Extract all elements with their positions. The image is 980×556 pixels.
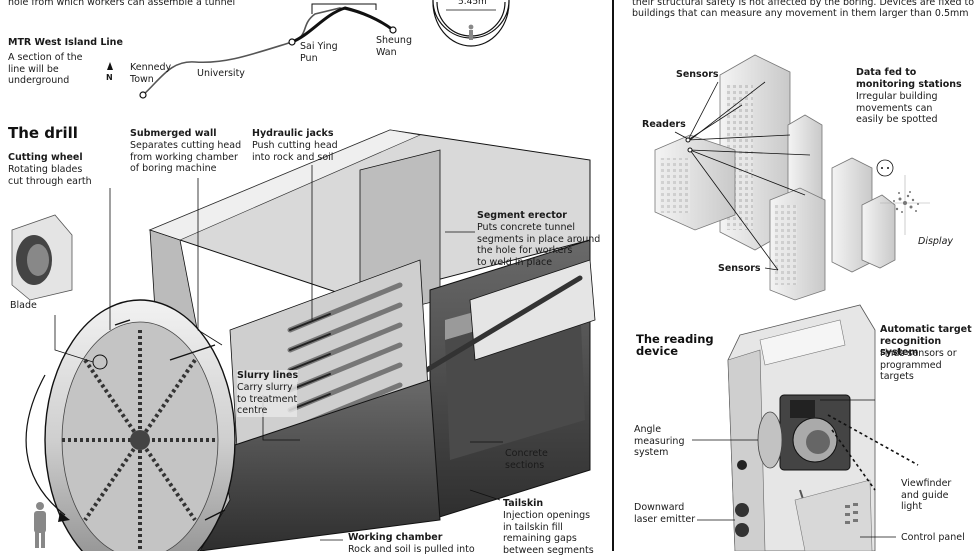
control-panel-label: Control panel [901, 532, 965, 543]
angle-measuring-label: Angle measuring system [634, 424, 685, 458]
drill-title: The drill [8, 124, 78, 142]
slurry-lines-title: Slurry lines [237, 370, 299, 382]
section-divider [612, 0, 614, 551]
hydraulic-jacks-title: Hydraulic jacks [252, 128, 334, 139]
viewfinder-label: Viewfinder and guide light [901, 478, 952, 512]
station-kennedy-town: Kennedy Town [130, 62, 172, 85]
submerged-wall-desc: Separates cutting head from working cham… [130, 140, 242, 174]
slurry-lines-desc: Carry slurry to treatment centre [237, 382, 298, 417]
laser-emitter-label: Downward laser emitter [634, 502, 696, 525]
mtr-route-map [107, 3, 397, 99]
auto-target-title: Automatic target recognition system [880, 324, 972, 358]
total-station-device [692, 304, 919, 551]
readers-label: Readers [642, 119, 686, 130]
north-arrow-icon [107, 62, 113, 70]
diameter-label: 5.45m [458, 0, 487, 7]
working-chamber-desc: Rock and soil is pulled into [348, 544, 475, 555]
top-caption: hole from which workers can assemble a t… [8, 0, 236, 8]
data-fed-desc: Irregular building movements can easily … [856, 91, 938, 125]
hydraulic-jacks-desc: Push cutting head into rock and soil [252, 140, 338, 163]
north-label: N [106, 73, 113, 82]
top-right-caption-1: their structural safety is not affected … [632, 0, 975, 8]
tunnel-diameter-icon [432, 0, 510, 47]
reading-device-title: The reading device [636, 332, 714, 358]
concrete-sections-label: Concrete sections [505, 448, 548, 471]
cutting-wheel-title: Cutting wheel [8, 152, 83, 163]
submerged-wall-title: Submerged wall [130, 128, 217, 139]
tailskin-desc: Injection openings in tailskin fill rema… [503, 510, 594, 556]
monitored-buildings [654, 54, 930, 301]
sensors-bottom-label: Sensors [718, 263, 761, 274]
segment-erector-title: Segment erector [477, 210, 567, 221]
map-title: MTR West Island Line [8, 37, 123, 48]
person-scale-icon [34, 502, 46, 548]
working-chamber-title: Working chamber [348, 532, 443, 543]
tailskin-title: Tailskin [503, 498, 544, 509]
top-right-caption-2: buildings that can measure any movement … [632, 8, 969, 19]
station-university: University [197, 68, 245, 79]
tunnel-boring-machine [11, 129, 596, 551]
sensors-top-label: Sensors [676, 69, 719, 80]
data-fed-title: Data fed to monitoring stations [856, 67, 962, 90]
display-label: Display [918, 236, 954, 247]
station-sheung-wan: Sheung Wan [376, 35, 412, 58]
cutting-wheel-desc: Rotating blades cut through earth [8, 164, 92, 187]
map-description: A section of the line will be undergroun… [8, 52, 83, 86]
auto-target-desc: Finds sensors or programmed targets [880, 348, 957, 382]
segment-erector-desc: Puts concrete tunnel segments in place a… [477, 222, 601, 268]
station-sai-ying-pun: Sai Ying Pun [300, 41, 338, 64]
blade-label: Blade [10, 300, 37, 311]
